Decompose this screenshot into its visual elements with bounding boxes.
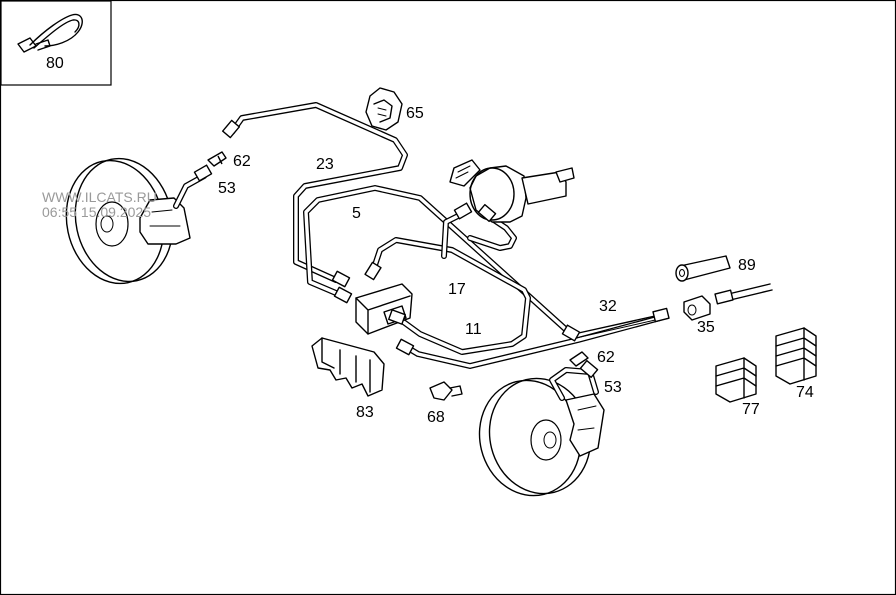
callout-62-left[interactable]: 62 — [233, 153, 251, 170]
callout-11[interactable]: 11 — [465, 321, 482, 338]
callout-65[interactable]: 65 — [406, 105, 424, 122]
front-left-brake-disc[interactable] — [55, 149, 191, 292]
callout-80[interactable]: 80 — [46, 55, 64, 72]
callout-77[interactable]: 77 — [742, 401, 760, 418]
bleed-screw-68[interactable] — [429, 381, 463, 401]
callout-32[interactable]: 32 — [599, 298, 617, 315]
callout-5[interactable]: 5 — [352, 205, 361, 222]
pipe-fittings — [221, 119, 670, 356]
inset-cable-tie[interactable] — [0, 0, 112, 86]
brake-pipes — [229, 102, 665, 369]
watermark-timestamp: 06:55 15.09.2025 — [42, 204, 151, 220]
callout-89[interactable]: 89 — [738, 257, 756, 274]
brake-hose-53-right[interactable] — [549, 359, 599, 401]
retaining-clip-62-right[interactable] — [569, 351, 589, 367]
callout-53-left[interactable]: 53 — [218, 180, 236, 197]
callout-17[interactable]: 17 — [448, 281, 466, 298]
callout-35[interactable]: 35 — [697, 319, 715, 336]
callout-23[interactable]: 23 — [316, 156, 334, 173]
inset-frame — [0, 0, 112, 86]
watermark-site: WWW.ILCATS.RU — [42, 189, 157, 205]
brake-pad-set-77[interactable] — [715, 357, 757, 403]
pipe-clip-65[interactable] — [365, 87, 403, 131]
callout-68[interactable]: 68 — [427, 409, 445, 426]
cable-tie-icon — [29, 13, 83, 47]
callout-74[interactable]: 74 — [796, 384, 814, 401]
union-nut-35[interactable] — [683, 295, 711, 321]
pipe-32[interactable] — [573, 313, 665, 335]
front-right-caliper — [565, 393, 605, 457]
pipe-booster-link[interactable] — [441, 211, 517, 259]
retaining-clip-62-left[interactable] — [207, 151, 227, 167]
pipe-end-piece — [714, 283, 773, 305]
front-left-caliper — [139, 197, 191, 245]
cable-tie-head — [17, 37, 37, 53]
pipe-23[interactable] — [229, 102, 408, 283]
pipe-17[interactable] — [369, 237, 531, 355]
callout-62-right[interactable]: 62 — [597, 349, 615, 366]
callout-83[interactable]: 83 — [356, 404, 374, 421]
brake-pad-set-74[interactable] — [775, 327, 817, 385]
front-right-brake-disc[interactable] — [467, 368, 605, 507]
pipe-holder-bracket-83[interactable] — [311, 337, 385, 397]
pipe-5[interactable] — [303, 185, 575, 338]
callout-53-right[interactable]: 53 — [604, 379, 622, 396]
protective-sleeve-89[interactable] — [675, 255, 731, 282]
brake-hose-53-left[interactable] — [173, 164, 213, 209]
pipe-11[interactable] — [405, 315, 663, 369]
brake-pressure-distributor[interactable] — [355, 283, 413, 335]
